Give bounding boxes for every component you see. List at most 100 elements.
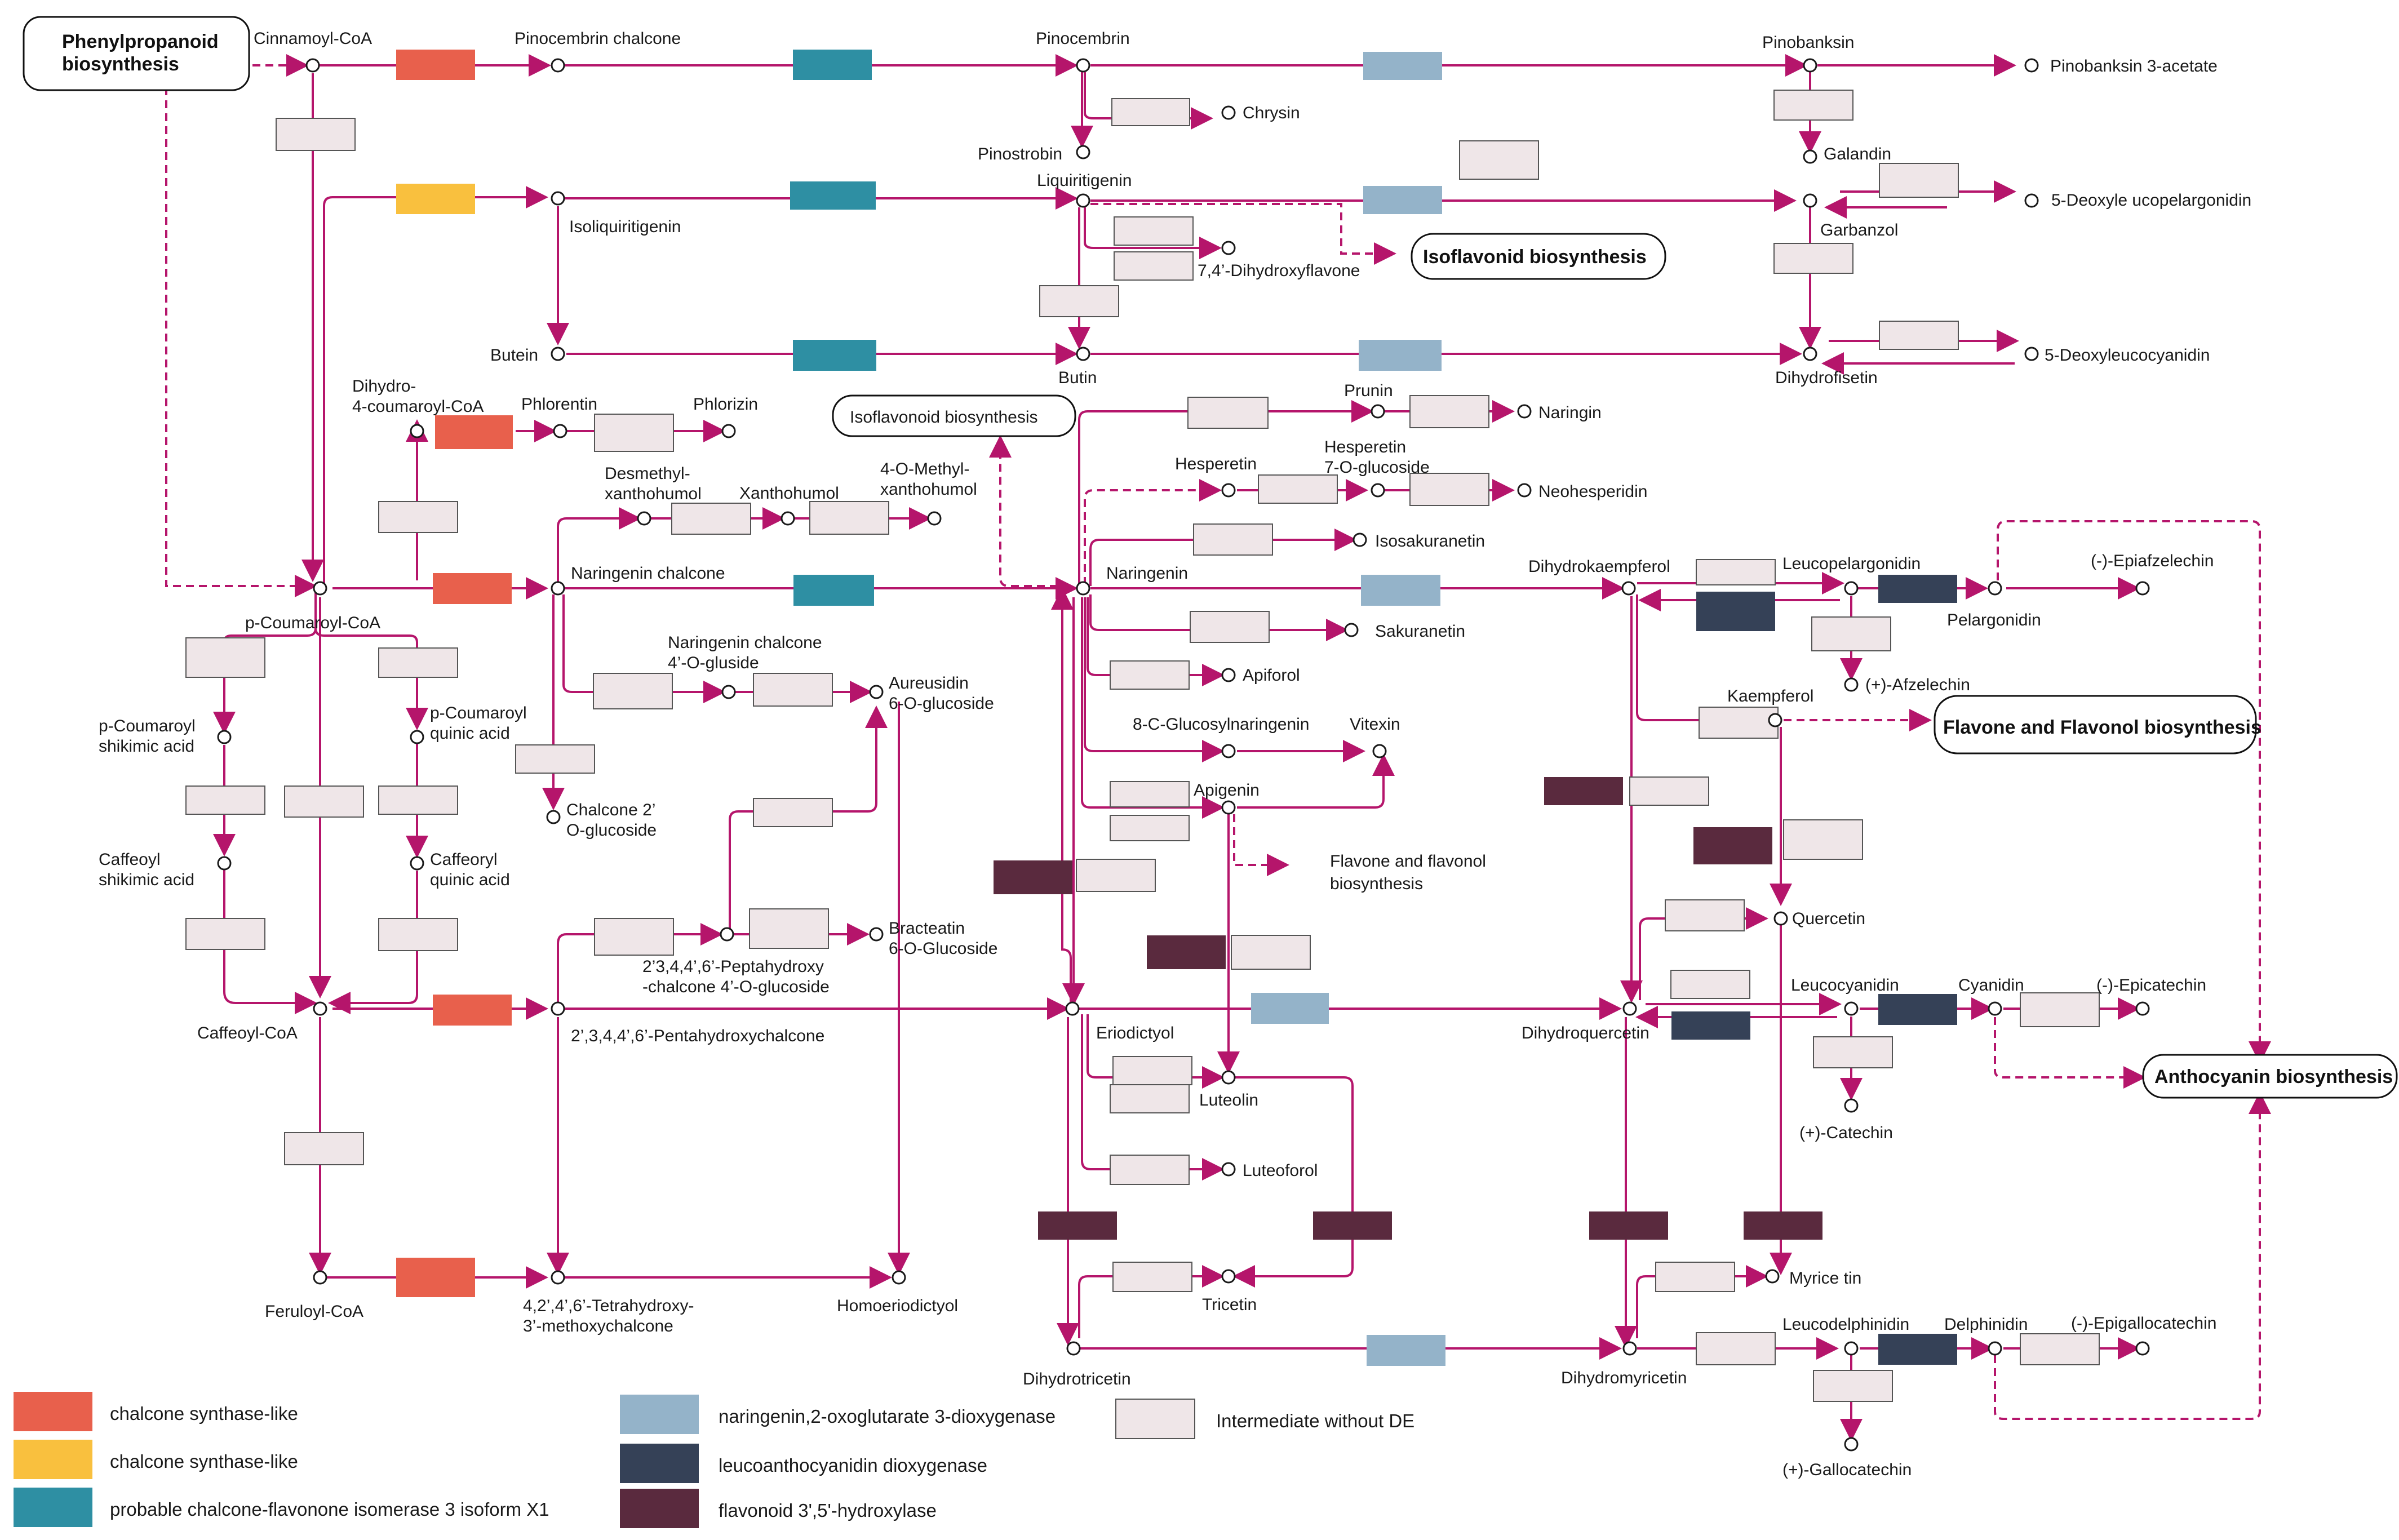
compound-node[interactable]	[720, 927, 734, 942]
compound-node[interactable]	[2024, 193, 2039, 208]
compound-node[interactable]	[553, 424, 567, 438]
compound-node[interactable]	[1844, 1001, 1859, 1016]
compound-node[interactable]	[1065, 1001, 1080, 1016]
compound-node[interactable]	[2135, 1341, 2150, 1356]
legend-label: probable chalcone-flavonone isomerase 3 …	[110, 1499, 549, 1520]
compound-node[interactable]	[546, 810, 561, 824]
compound-node[interactable]	[1517, 404, 1532, 419]
compound-label: Isoliquiritigenin	[569, 218, 681, 236]
compound-node[interactable]	[1803, 149, 1817, 164]
pathway-box-isoflavonoid[interactable]	[832, 394, 1076, 437]
compound-label: Naringin	[1538, 403, 1602, 422]
compound-node[interactable]	[1066, 1341, 1081, 1356]
compound-label: Hesperetin	[1175, 455, 1257, 473]
compound-node[interactable]	[410, 424, 424, 438]
compound-node[interactable]	[313, 1270, 327, 1285]
compound-label: Apiforol	[1243, 666, 1300, 685]
compound-node[interactable]	[551, 1001, 565, 1016]
compound-node[interactable]	[410, 856, 424, 871]
compound-node[interactable]	[1221, 105, 1236, 120]
compound-node[interactable]	[1844, 1098, 1859, 1113]
compound-node[interactable]	[551, 347, 565, 361]
compound-node[interactable]	[2135, 1001, 2150, 1016]
pathway-box-anthocyanin[interactable]	[2142, 1054, 2398, 1099]
compound-node[interactable]	[1372, 744, 1387, 758]
compound-node[interactable]	[2024, 347, 2039, 361]
compound-node[interactable]	[1622, 1001, 1637, 1016]
compound-node[interactable]	[1344, 623, 1359, 637]
compound-node[interactable]	[1773, 911, 1788, 926]
compound-node[interactable]	[1353, 532, 1367, 547]
compound-label: p-Coumaroyl-CoA	[245, 614, 380, 632]
legend-swatch	[620, 1395, 699, 1434]
compound-node[interactable]	[869, 927, 884, 942]
intermediate-box	[378, 918, 458, 951]
compound-node[interactable]	[721, 685, 736, 699]
compound-node[interactable]	[721, 424, 736, 438]
compound-node[interactable]	[313, 581, 327, 596]
compound-node[interactable]	[1844, 1341, 1859, 1356]
compound-node[interactable]	[1844, 677, 1859, 692]
compound-node[interactable]	[869, 685, 884, 699]
compound-node[interactable]	[217, 730, 232, 744]
compound-node[interactable]	[781, 511, 795, 526]
pathway-box-flavone-flavonol[interactable]	[1934, 695, 2257, 755]
compound-node[interactable]	[1076, 347, 1090, 361]
compound-node[interactable]	[1844, 1437, 1859, 1452]
compound-node[interactable]	[637, 511, 651, 526]
compound-node[interactable]	[1803, 193, 1817, 208]
compound-node[interactable]	[1221, 800, 1236, 815]
compound-node[interactable]	[927, 511, 942, 526]
compound-node[interactable]	[1988, 1341, 2002, 1356]
compound-label: Cinnamoyl-CoA	[254, 29, 372, 48]
compound-node[interactable]	[1765, 1269, 1780, 1284]
compound-node[interactable]	[1076, 193, 1090, 208]
compound-node[interactable]	[2135, 581, 2150, 596]
compound-node[interactable]	[1988, 581, 2002, 596]
compound-label: Dihydrofisetin	[1775, 369, 1878, 387]
legend-swatch	[620, 1444, 699, 1483]
compound-node[interactable]	[1221, 668, 1236, 682]
compound-node[interactable]	[2024, 58, 2039, 73]
compound-node[interactable]	[551, 58, 565, 73]
compound-node[interactable]	[305, 58, 320, 73]
compound-node[interactable]	[410, 730, 424, 744]
compound-node[interactable]	[551, 1270, 565, 1285]
pathway-box-isoflavonid[interactable]	[1411, 233, 1666, 280]
chs-enzyme-box	[435, 415, 513, 449]
compound-node[interactable]	[1517, 483, 1532, 498]
compound-node[interactable]	[1076, 145, 1090, 159]
compound-node[interactable]	[1221, 483, 1236, 498]
compound-label: Vitexin	[1350, 715, 1400, 734]
intermediate-box	[1879, 163, 1959, 198]
compound-node[interactable]	[1221, 241, 1236, 255]
compound-node[interactable]	[1221, 744, 1236, 758]
compound-node[interactable]	[892, 1270, 906, 1285]
compound-node[interactable]	[1844, 581, 1859, 596]
intermediate-box	[1114, 216, 1194, 246]
pathway-label-isoflavonid: Isoflavonid biosynthesis	[1423, 246, 1647, 268]
intermediate-box	[594, 918, 674, 956]
compound-node[interactable]	[313, 1001, 327, 1016]
compound-node[interactable]	[1371, 483, 1385, 498]
pathway-box-phenylpropanoid[interactable]	[23, 16, 250, 91]
compound-node[interactable]	[1621, 581, 1636, 596]
ldox-enzyme-box	[1878, 1334, 1957, 1365]
intermediate-box	[1110, 781, 1190, 807]
compound-node[interactable]	[551, 581, 565, 596]
compound-node[interactable]	[1803, 347, 1817, 361]
compound-node[interactable]	[1076, 58, 1090, 73]
compound-node[interactable]	[1988, 1001, 2002, 1016]
compound-node[interactable]	[551, 191, 565, 206]
compound-node[interactable]	[1221, 1070, 1236, 1085]
compound-node[interactable]	[1371, 404, 1385, 419]
compound-node[interactable]	[1076, 581, 1090, 596]
compound-node[interactable]	[1803, 58, 1817, 73]
compound-node[interactable]	[1768, 713, 1782, 727]
compound-node[interactable]	[217, 856, 232, 871]
compound-label: Naringenin	[1106, 564, 1188, 583]
compound-node[interactable]	[1221, 1269, 1236, 1284]
compound-node[interactable]	[1622, 1341, 1637, 1356]
compound-node[interactable]	[1221, 1162, 1236, 1177]
